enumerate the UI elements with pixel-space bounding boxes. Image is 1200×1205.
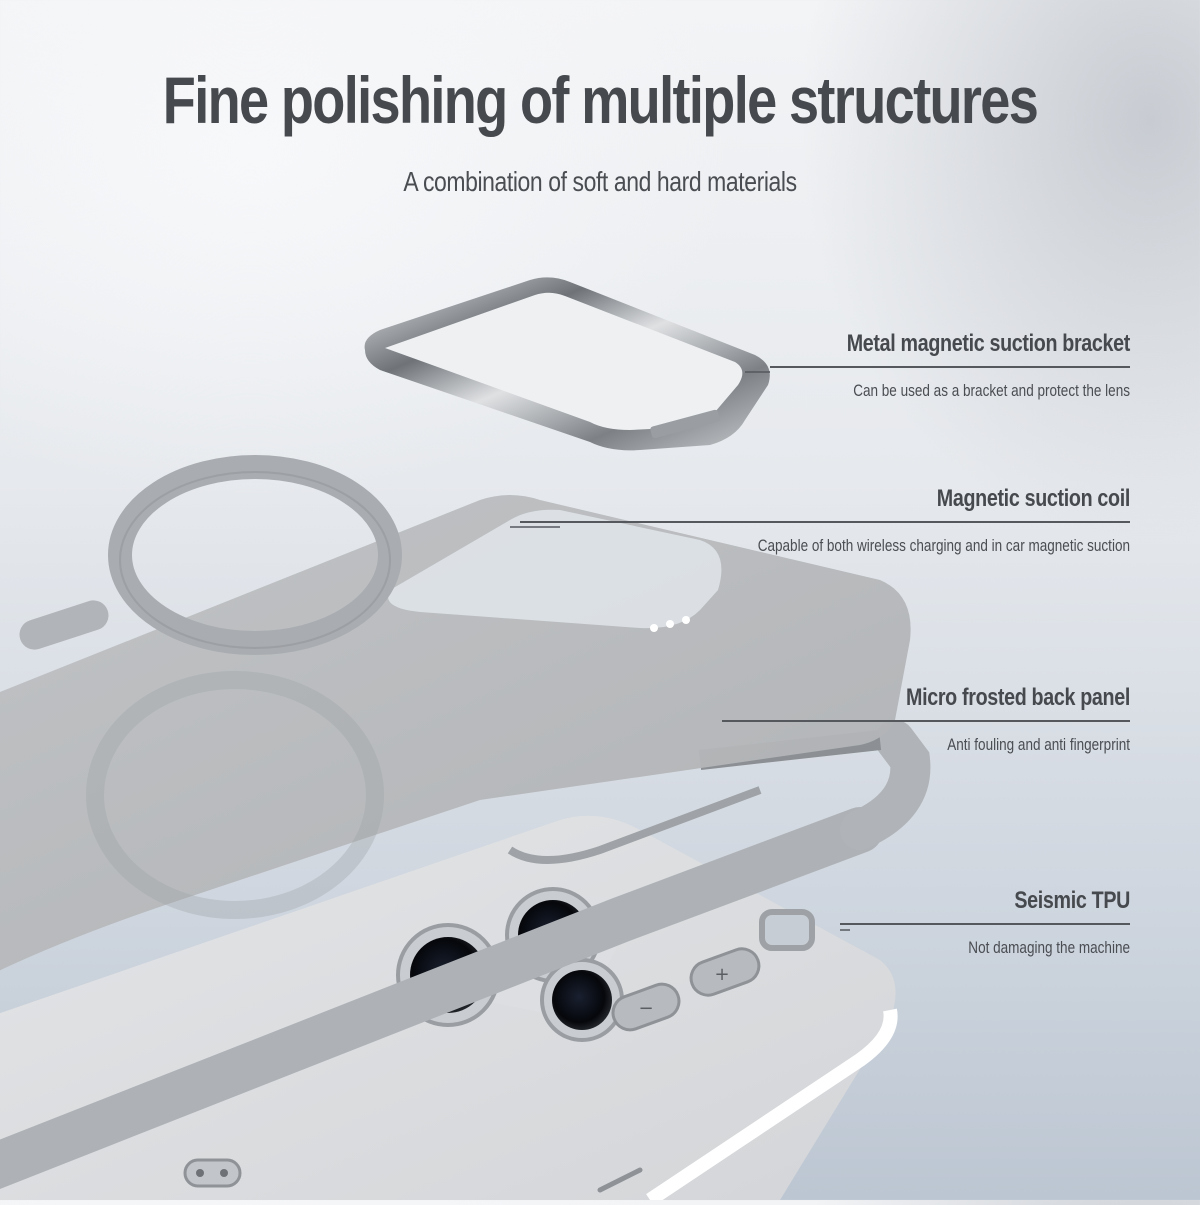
- svg-text:−: −: [638, 998, 653, 1019]
- callout-heading: Seismic TPU: [1014, 887, 1130, 914]
- magnetic-coil-ring: [19, 455, 402, 655]
- camera-lens-icon: [540, 958, 624, 1042]
- callout-description: Anti fouling and anti fingerprint: [947, 735, 1130, 754]
- callout-back-panel: Micro frosted back panel Anti fouling an…: [722, 684, 1130, 755]
- callout-divider: [840, 923, 1130, 925]
- volume-up-button: +: [689, 947, 761, 997]
- callout-description: Not damaging the machine: [968, 938, 1130, 957]
- callout-divider: [770, 366, 1130, 368]
- page-title: Fine polishing of multiple structures: [162, 63, 1039, 137]
- page-subtitle: A combination of soft and hard materials: [403, 166, 797, 197]
- svg-text:+: +: [714, 964, 729, 985]
- callout-magnetic-coil: Magnetic suction coil Capable of both wi…: [520, 485, 1130, 556]
- speaker-cutout: [183, 1158, 242, 1188]
- callout-heading: Micro frosted back panel: [906, 684, 1130, 711]
- metal-bracket: [364, 277, 770, 451]
- frosted-back-panel: [0, 495, 911, 971]
- callout-description: Can be used as a bracket and protect the…: [853, 381, 1130, 400]
- callout-seismic-tpu: Seismic TPU Not damaging the machine: [840, 887, 1130, 958]
- callout-heading: Metal magnetic suction bracket: [846, 330, 1131, 357]
- callout-divider: [520, 521, 1130, 523]
- callout-heading: Magnetic suction coil: [936, 485, 1131, 512]
- callout-description: Capable of both wireless charging and in…: [757, 536, 1130, 555]
- volume-down-button: −: [611, 982, 681, 1032]
- callout-divider: [722, 720, 1130, 722]
- callout-metal-bracket: Metal magnetic suction bracket Can be us…: [770, 330, 1130, 401]
